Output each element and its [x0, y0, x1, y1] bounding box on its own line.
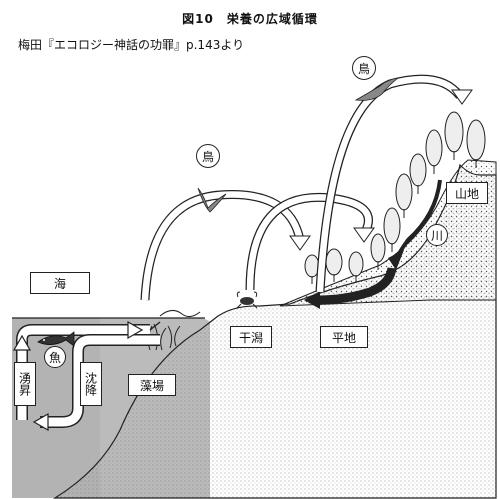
- forest-icon: [304, 111, 486, 284]
- river-arrow: [304, 179, 442, 309]
- mountain-slope: [279, 159, 497, 307]
- fish-icon: [37, 331, 75, 347]
- label-sinking: 沈降: [80, 362, 102, 406]
- label-seaweed-bed: 藻場: [128, 374, 176, 396]
- label-sea: 海: [30, 272, 90, 294]
- label-tidal-flat: 干潟: [230, 326, 272, 348]
- label-mountain: 山地: [446, 182, 488, 204]
- label-river: 川: [426, 224, 448, 246]
- label-bird-top: 鳥: [352, 56, 376, 80]
- figure-title: 図10 栄養の広域循環: [182, 12, 318, 26]
- crab-icon: [236, 291, 258, 309]
- label-fish: 魚: [44, 346, 66, 368]
- bird-icon-top: [354, 77, 400, 101]
- ocean-circulation: [12, 320, 161, 432]
- shore-wave: [159, 310, 201, 318]
- label-bird-left: 鳥: [196, 144, 220, 168]
- bird-icon-left: [197, 187, 227, 213]
- label-plain: 平地: [320, 326, 368, 348]
- label-upwelling: 湧昇: [14, 362, 36, 406]
- figure-source: 梅田『エコロジー神話の功罪』p.143より: [18, 38, 245, 52]
